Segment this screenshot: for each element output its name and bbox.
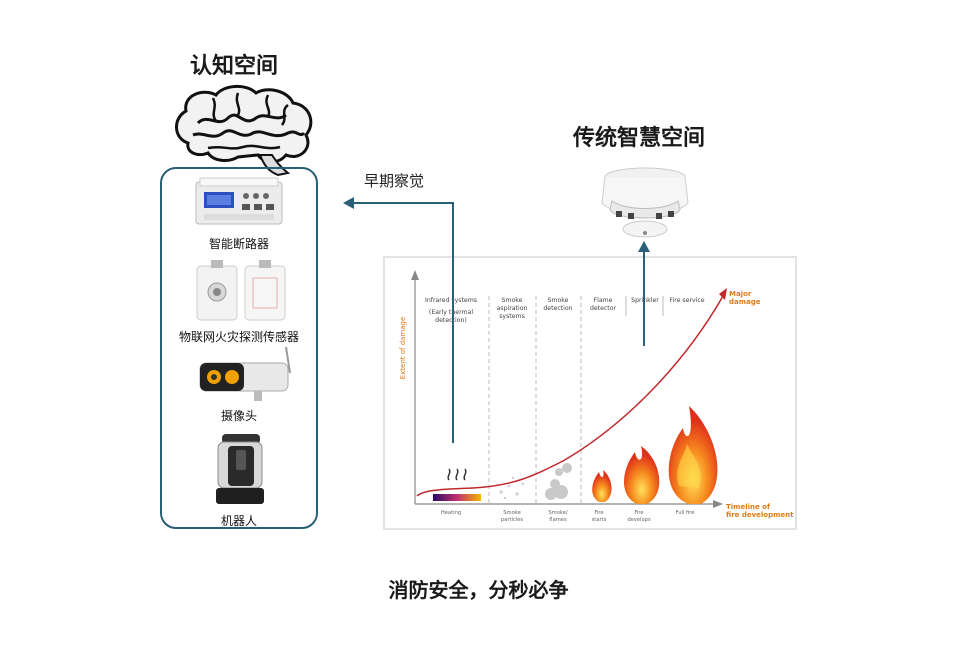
device-label-camera: 摄像头 bbox=[220, 409, 257, 423]
cognitive-space-title: 认知空间 bbox=[190, 54, 279, 79]
detector-label-aspiration-1: Smoke bbox=[502, 297, 523, 304]
smoke-particles-icon bbox=[499, 476, 525, 500]
detector-label-fire-service: Fire service bbox=[669, 297, 704, 304]
stage-label-starts-1: Fire bbox=[594, 510, 603, 516]
detector-label-aspiration-3: systems bbox=[499, 313, 525, 320]
device-panel bbox=[160, 167, 318, 529]
detector-label-smoke-1: Smoke bbox=[548, 297, 569, 304]
flame-small-icon bbox=[592, 470, 612, 502]
y-axis-label: Extent of damage bbox=[399, 317, 407, 380]
stage-label-heating: Heating bbox=[441, 510, 461, 516]
major-damage-line1: Major bbox=[729, 290, 752, 298]
detector-label-infrared-2: (Early thermal bbox=[429, 309, 473, 316]
device-label-sensor: 物联网火灾探测传感器 bbox=[178, 330, 299, 344]
x-axis-label-line1: Timeline of bbox=[726, 503, 771, 511]
traditional-space-title: 传统智慧空间 bbox=[573, 126, 706, 151]
heat-waves-icon bbox=[447, 468, 467, 481]
stage-label-particles-2: particles bbox=[501, 517, 524, 523]
stage-label-starts-2: starts bbox=[592, 517, 607, 523]
stage-label-flames-1: Smoke/ bbox=[548, 510, 568, 516]
early-detection-arrow bbox=[352, 202, 454, 443]
major-damage-line2: damage bbox=[729, 298, 761, 306]
detector-label-infrared-1: Infrared systems bbox=[425, 297, 477, 304]
detector-label-flame-1: Flame bbox=[594, 297, 613, 304]
damage-curve bbox=[416, 295, 724, 497]
stage-label-develops-2: develops bbox=[627, 517, 651, 523]
stage-label-particles-1: Smoke bbox=[503, 510, 521, 516]
x-axis-label-line2: fire development bbox=[726, 511, 794, 519]
early-detection-label: 早期察觉 bbox=[364, 172, 425, 190]
smoke-cloud-icon bbox=[545, 463, 572, 500]
detector-label-flame-2: detector bbox=[590, 305, 617, 312]
heating-bar bbox=[433, 494, 481, 501]
detector-label-aspiration-2: aspiration bbox=[497, 305, 528, 312]
stage-label-full-fire: Full fire bbox=[676, 510, 695, 516]
device-label-robot: 机器人 bbox=[220, 514, 257, 528]
detector-label-infrared-3: detection) bbox=[435, 317, 467, 324]
brain-icon bbox=[175, 85, 313, 177]
robot-icon bbox=[216, 434, 264, 504]
stage-label-flames-2: flames bbox=[549, 517, 567, 523]
fire-sensor-icon bbox=[196, 260, 286, 321]
detector-label-smoke-2: detection bbox=[543, 305, 572, 312]
circuit-breaker-icon bbox=[195, 177, 283, 225]
stage-label-develops-1: Fire bbox=[634, 510, 643, 516]
smoke-detector-icon bbox=[601, 167, 689, 238]
fire-chart-graphic: Extent of damage Timeline of fire develo… bbox=[399, 270, 794, 523]
device-label-breaker: 智能断路器 bbox=[208, 237, 269, 251]
footer-slogan: 消防安全，分秒必争 bbox=[388, 578, 569, 602]
camera-icon bbox=[199, 346, 291, 401]
detector-label-sprinkler: Sprinkler bbox=[631, 297, 659, 304]
flame-medium-icon bbox=[624, 446, 660, 504]
